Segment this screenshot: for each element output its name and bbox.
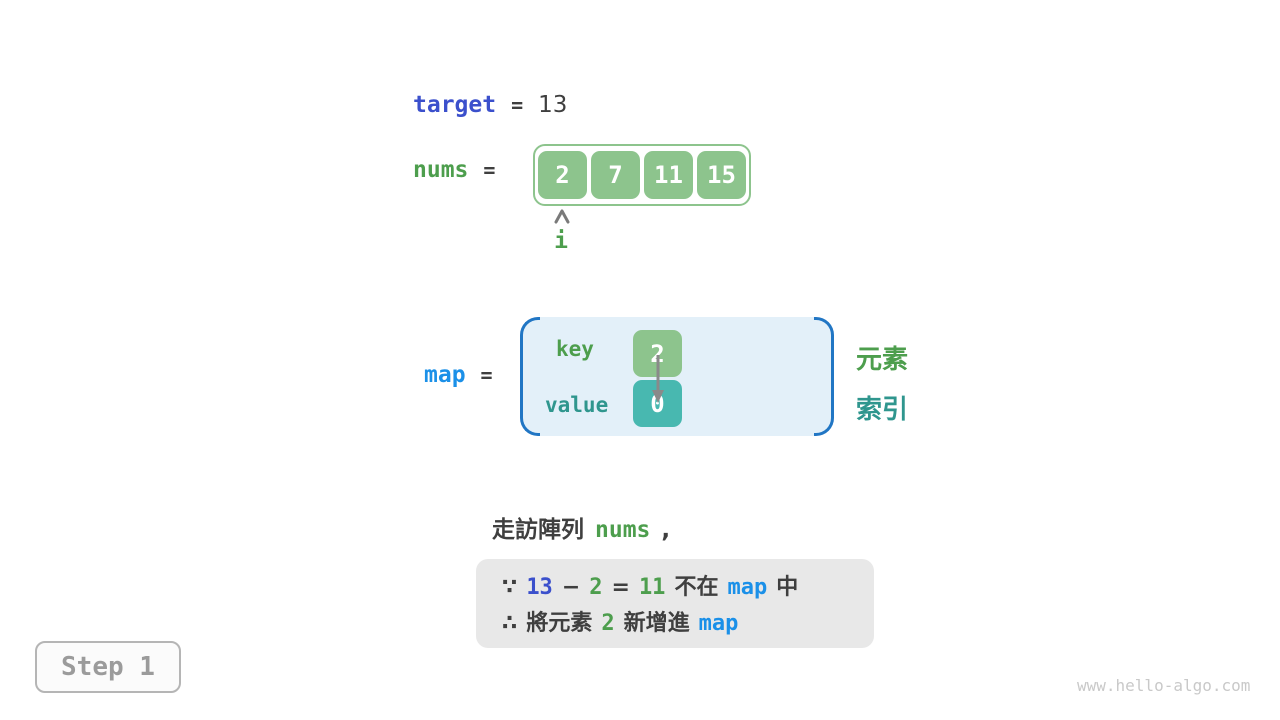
note-map-code: map (727, 575, 768, 600)
right-bracket (814, 317, 834, 436)
map-container: key 2 value 0 (520, 317, 834, 436)
target-value: 13 (538, 92, 568, 118)
down-arrow-icon (652, 355, 664, 403)
nums-variable-label: nums (413, 157, 469, 183)
caption-line: 走訪陣列 nums , (492, 510, 670, 544)
note-add-middle-text: 新增進 (623, 611, 690, 636)
up-arrow-icon (554, 209, 570, 224)
note-add-prefix-text: 將元素 (526, 611, 593, 636)
index-pointer-label: i (554, 228, 568, 254)
element-annotation: 元素 (856, 345, 909, 375)
left-bracket (520, 317, 540, 436)
nums-row-label: nums = (413, 157, 495, 183)
caption-prefix: 走訪陣列 (492, 517, 584, 543)
key-label: key (556, 337, 594, 361)
equals-sign: = (611, 575, 630, 600)
array-cell: 2 (538, 151, 587, 199)
note-target-value: 13 (526, 575, 553, 600)
target-row: target = 13 (413, 92, 567, 118)
nums-array-container: 2 7 11 15 (533, 144, 751, 206)
note-added-value: 2 (601, 611, 615, 636)
note-line-1: ∵ 13 − 2 = 11 不在 map 中 (502, 569, 874, 605)
value-label: value (545, 393, 609, 417)
map-row-label: map = (424, 362, 493, 388)
map-variable-label: map (424, 362, 466, 388)
note-in-text: 中 (776, 575, 799, 600)
target-variable-label: target (413, 92, 497, 118)
note-element-value: 2 (589, 575, 603, 600)
note-difference-value: 11 (638, 575, 666, 600)
watermark: www.hello-algo.com (1077, 676, 1251, 695)
note-map-code: map (698, 611, 739, 636)
array-cell: 15 (697, 151, 746, 199)
step-badge: Step 1 (35, 641, 181, 693)
caption-nums-code: nums (595, 517, 651, 543)
array-cell: 11 (644, 151, 693, 199)
minus-sign: − (561, 575, 581, 600)
caption-suffix: , (661, 517, 671, 543)
because-symbol: ∵ (502, 575, 518, 600)
index-annotation: 索引 (856, 395, 909, 425)
note-not-in-text: 不在 (674, 575, 719, 600)
equals-sign: = (483, 158, 496, 182)
equals-sign: = (511, 93, 524, 117)
explanation-note-box: ∵ 13 − 2 = 11 不在 map 中 ∴ 將元素 2 新增進 map (476, 559, 874, 648)
array-cell: 7 (591, 151, 640, 199)
therefore-symbol: ∴ (502, 611, 518, 636)
equals-sign: = (480, 363, 493, 387)
note-line-2: ∴ 將元素 2 新增進 map (502, 605, 874, 641)
